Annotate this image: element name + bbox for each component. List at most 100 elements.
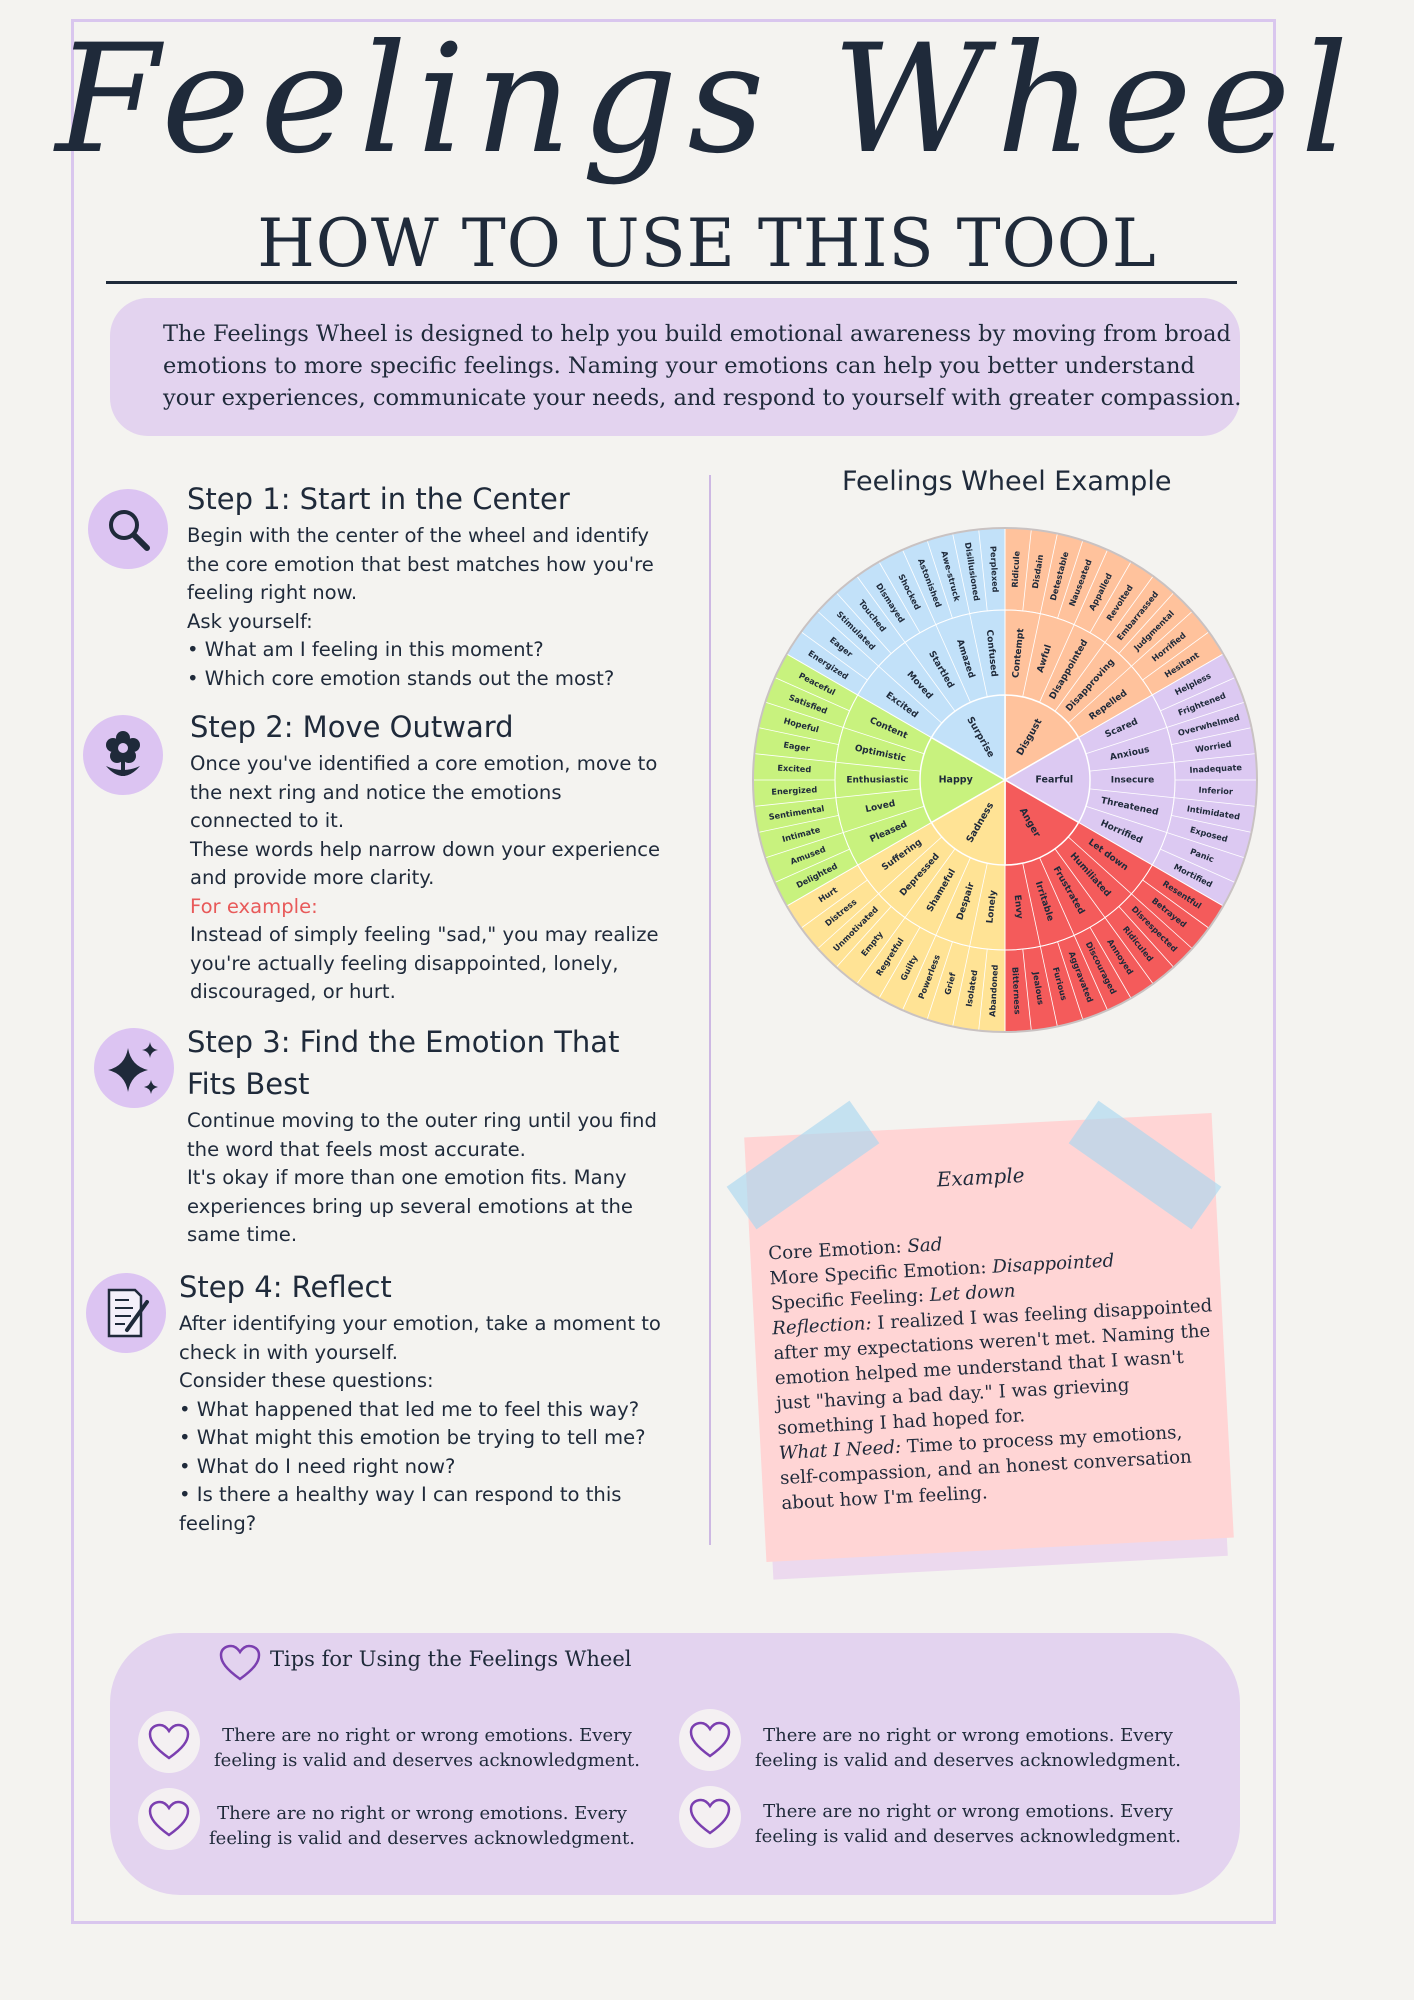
step-3-title-line: Step 3: Find the Emotion That (187, 1025, 620, 1059)
wheel-outer-label: Energized (771, 784, 817, 796)
tip-line: There are no right or wrong emotions. Ev… (763, 1725, 1173, 1746)
step-4-line: feeling? (179, 1511, 257, 1535)
wheel-mid-divider (835, 761, 921, 772)
tip-line: feeling is valid and deserves acknowledg… (755, 1750, 1181, 1771)
wheel-outer-divider (856, 917, 906, 985)
tip-item: There are no right or wrong emotions. Ev… (748, 1799, 1188, 1849)
wheel-outer-divider (758, 814, 839, 833)
step-2-example-line: discouraged, or hurt. (190, 980, 396, 1003)
wheel-mid-divider (878, 665, 943, 724)
step-3-line: experiences bring up several emotions at… (187, 1194, 633, 1218)
wheel-mid-divider (935, 624, 971, 703)
step-2-line: the next ring and notice the emotions (190, 780, 562, 804)
tip-item: There are no right or wrong emotions. Ev… (748, 1723, 1188, 1773)
wheel-outer-divider (1104, 575, 1154, 643)
tip-line: There are no right or wrong emotions. Ev… (222, 1725, 632, 1746)
wheel-mid-divider (1089, 761, 1175, 772)
wheel-outer-divider (1142, 879, 1210, 929)
wheel-core-label: Fearful (1035, 775, 1073, 786)
wheel-outer-divider (817, 611, 879, 667)
page-title: Feelings Wheel (55, 13, 1359, 187)
wheel-outer-divider (765, 832, 844, 859)
wheel-outer-divider (1057, 941, 1084, 1020)
step-2-line: connected to it. (190, 809, 345, 832)
wheel-outer-divider (1142, 631, 1210, 681)
wheel-outer-divider (774, 848, 850, 883)
wheel-mid-divider (1054, 848, 1106, 918)
wheel-outer-label: Excited (777, 763, 811, 775)
heart-icon (138, 1711, 200, 1773)
note-reflection-label: Reflection: (771, 1312, 878, 1340)
wheel-outer-divider (878, 561, 921, 633)
step-1-body: Begin with the center of the wheel and i… (187, 522, 654, 693)
wheel-outer-divider (758, 727, 839, 746)
step-4-line: • Is there a healthy way I can respond t… (179, 1483, 622, 1506)
wheel-outer-label: Inadequate (1189, 762, 1242, 775)
step-2-title: Step 2: Move Outward (190, 710, 514, 744)
wheel-outer-label: Bitterness (1010, 967, 1022, 1015)
wheel-outer-divider (800, 631, 868, 681)
step-2-example-line: you're actually feeling disappointed, lo… (190, 951, 619, 975)
wheel-mid-divider (1054, 642, 1106, 712)
wheel-core-segment (919, 736, 1007, 824)
intro-panel: The Feelings Wheel is designed to help y… (110, 298, 1242, 436)
wheel-outer-divider (754, 797, 836, 807)
title-divider (106, 281, 1237, 284)
wheel-outer-divider (1022, 949, 1032, 1031)
wheel-mid-label: Lonely (985, 890, 998, 924)
wheel-mid-divider (878, 836, 943, 895)
heart-icon (138, 1788, 200, 1850)
wheel-outer-divider (800, 879, 868, 929)
step-1-line: • What am I feeling in this moment? (187, 638, 544, 661)
step-3-line: It's okay if more than one emotion fits.… (187, 1166, 627, 1189)
wheel-mid-divider (1039, 857, 1075, 936)
wheel-mid-divider (904, 848, 956, 918)
tip-line: There are no right or wrong emotions. Ev… (763, 1801, 1173, 1822)
wheel-mid-label: Enthusiastic (846, 776, 908, 786)
wheel-mid-divider (904, 642, 956, 712)
wheel-title: Feelings Wheel Example (842, 466, 1172, 497)
example-note: Example Core Emotion: Sad More Specific … (726, 1100, 1240, 1580)
wheel-outer-label: Eager (783, 739, 812, 753)
wheel-outer-divider (878, 927, 921, 999)
wheel-mid-label: Confused (984, 629, 999, 677)
wheel-mid-divider (843, 805, 925, 833)
step-4-line: check in with yourself. (179, 1340, 398, 1364)
wheel-outer-divider (1057, 540, 1084, 619)
wheel-outer-label: Abandoned (987, 964, 1000, 1017)
wheel-outer-divider (836, 906, 892, 968)
step-2-example-line: Instead of simply feeling "sad," you may… (190, 923, 659, 946)
heart-icon (679, 1709, 741, 1771)
magnifier-icon (88, 489, 168, 569)
note-feeling-value: Let down (929, 1280, 1016, 1307)
wheel-mid-divider (843, 727, 925, 755)
step-2-body: Once you've identified a core emotion, m… (190, 750, 660, 1007)
wheel-core-segment (1004, 694, 1080, 782)
wheel-mid-divider (1085, 805, 1167, 833)
wheel-outer-divider (1174, 753, 1256, 763)
wheel-core-label: Happy (939, 775, 974, 786)
wheel-outer-divider (952, 946, 971, 1027)
wheel-outer-divider (1166, 701, 1245, 728)
wheel-outer-divider (978, 949, 988, 1031)
wheel-outer-divider (774, 677, 850, 712)
intro-line: your experiences, communicate your needs… (163, 385, 1242, 411)
wheel-outer-divider (1089, 561, 1132, 633)
wheel-outer-divider (1160, 848, 1236, 883)
wheel-outer-divider (754, 753, 836, 763)
note-specific-value: Disappointed (991, 1250, 1115, 1278)
note-body: Core Emotion: Sad More Specific Emotion:… (768, 1218, 1222, 1516)
wheel-outer-divider (1131, 893, 1193, 949)
step-4-line: Consider these questions: (179, 1369, 434, 1392)
step-3-line: Continue moving to the outer ring until … (187, 1109, 657, 1132)
wheel-mid-label: Envy (1012, 894, 1024, 919)
wheel-outer-divider (1118, 592, 1174, 654)
step-1-line: Ask yourself: (187, 609, 313, 633)
heart-icon (679, 1786, 741, 1848)
step-1-title: Step 1: Start in the Center (187, 482, 570, 516)
step-1-line: Begin with the center of the wheel and i… (187, 524, 649, 547)
step-4-line: • What might this emotion be trying to t… (179, 1426, 646, 1449)
wheel-mid-divider (1022, 613, 1041, 697)
intro-line: emotions to more specific feelings. Nami… (163, 353, 1195, 379)
